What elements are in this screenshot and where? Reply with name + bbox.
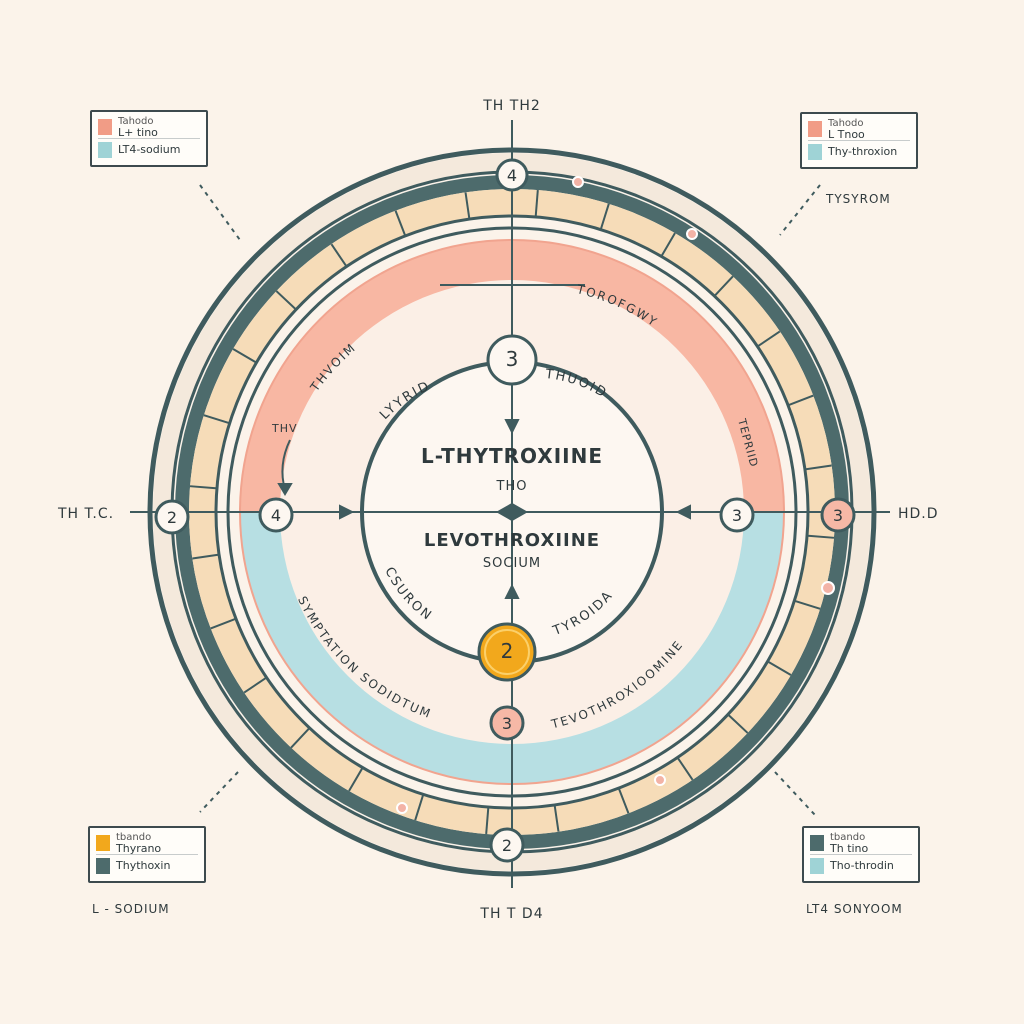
band-tick xyxy=(714,275,734,297)
node-center-bottom: 2 xyxy=(477,622,537,682)
node-right-inner: 3 xyxy=(719,497,755,533)
node-top: 4 xyxy=(495,158,529,192)
band-tick xyxy=(757,330,781,347)
node-right-outer: 3 xyxy=(820,497,856,533)
band-tick xyxy=(192,553,219,560)
node-layer: 4 3 2 4 3 3 2 3 2 xyxy=(154,158,856,863)
node-number: 4 xyxy=(507,166,517,185)
legend-row2: LT4-sodium xyxy=(118,143,181,156)
axis-label-bottom: TH T D4 xyxy=(479,906,543,922)
node-number: 3 xyxy=(732,506,742,525)
decorative-dots xyxy=(396,176,835,814)
band-tick xyxy=(330,243,347,267)
legend-leaders xyxy=(199,184,821,816)
axis-label-right: HD.D xyxy=(898,506,939,522)
legend-row2: Tho-throdin xyxy=(830,859,894,872)
node-inner-ring xyxy=(484,629,530,675)
band-tick xyxy=(275,290,297,310)
axis-label-top: TH TH2 xyxy=(482,98,541,114)
band-tick xyxy=(767,660,792,676)
band-label-pink-far-left: THV xyxy=(271,422,298,435)
node-number: 3 xyxy=(833,506,843,525)
band-tick xyxy=(485,807,490,835)
node-number: 4 xyxy=(271,506,281,525)
band-tick xyxy=(203,414,229,424)
band-tick xyxy=(232,348,257,364)
band-tick xyxy=(618,788,630,814)
axis-label-left: TH T.C. xyxy=(57,506,114,522)
band-tick xyxy=(600,203,610,229)
node-circle xyxy=(489,827,525,863)
band-tick xyxy=(553,805,560,832)
legend-row1: Th tino xyxy=(830,841,869,855)
legend-swatch-orange xyxy=(96,835,110,851)
legend-swatch-teal xyxy=(98,142,112,158)
band-tick xyxy=(660,232,676,257)
node-circle xyxy=(477,622,537,682)
node-number: 2 xyxy=(502,836,512,855)
node-left-inner: 4 xyxy=(258,497,294,533)
band-tick xyxy=(243,677,267,694)
band-tick xyxy=(788,394,814,406)
band-tick xyxy=(210,618,236,630)
center-title: L-THYTROXIINE xyxy=(421,444,603,468)
legend-row1: L+ tino xyxy=(118,125,158,139)
legend-swatch-dark-teal xyxy=(96,858,110,874)
legend-row1: Thyrano xyxy=(116,841,162,855)
legend-swatch-teal xyxy=(810,858,824,874)
legend-top-text: Tahodo xyxy=(828,117,864,129)
legend-swatch-salmon xyxy=(98,119,112,135)
node-number: 3 xyxy=(502,714,512,733)
node-circle xyxy=(495,158,529,192)
band-segment-ticks xyxy=(189,189,835,835)
legend-caption-bottom-left: L - SODIUM xyxy=(92,902,170,916)
legend-top-text: tbando xyxy=(830,831,866,843)
node-inner-top: 3 xyxy=(486,334,538,386)
legend-caption-bottom-right: LT4 SONYOOM xyxy=(806,902,903,916)
node-lower: 3 xyxy=(489,705,525,741)
legend-row1: L Tnoo xyxy=(828,127,865,141)
band-tick xyxy=(805,464,832,471)
center-name: LEVOTHROXIINE xyxy=(424,530,600,551)
band-tick xyxy=(464,192,471,219)
node-number: 3 xyxy=(506,347,519,371)
node-circle xyxy=(719,497,755,533)
band-tick xyxy=(394,210,406,236)
legend-swatch-salmon xyxy=(808,121,822,137)
legend-top-text: Tahodo xyxy=(118,115,154,127)
arrows xyxy=(277,385,691,620)
legend-row2: Thythoxin xyxy=(116,859,171,872)
band-tick xyxy=(727,714,749,734)
node-bottom: 2 xyxy=(489,827,525,863)
node-left-outer: 2 xyxy=(154,499,190,535)
node-circle xyxy=(489,705,525,741)
legend-swatch-dark-teal xyxy=(810,835,824,851)
legend-row2: Thy-throxion xyxy=(828,145,898,158)
legend-top-text: tbando xyxy=(116,831,152,843)
band-tick xyxy=(677,757,694,781)
node-circle xyxy=(258,497,294,533)
center-name2: SOCIUM xyxy=(483,556,541,571)
node-circle xyxy=(820,497,856,533)
node-number: 2 xyxy=(167,508,177,527)
node-circle xyxy=(486,334,538,386)
band-tick xyxy=(795,600,821,610)
band-tick xyxy=(189,485,217,490)
legend-caption-top-right: TYSYROM xyxy=(826,192,891,206)
band-tick xyxy=(348,767,364,792)
node-number: 2 xyxy=(501,639,514,663)
band-tick xyxy=(414,795,424,821)
center-subtitle: THO xyxy=(496,479,528,494)
legend-swatch-teal xyxy=(808,144,822,160)
band-tick xyxy=(534,189,539,217)
band-tick xyxy=(290,727,310,749)
node-circle xyxy=(154,499,190,535)
band-tick xyxy=(807,534,835,539)
